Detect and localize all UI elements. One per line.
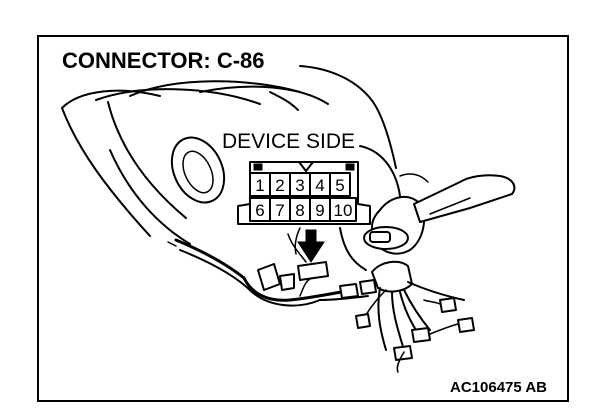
connector-title: CONNECTOR: C-86 bbox=[62, 48, 265, 73]
dashboard-outline bbox=[61, 80, 329, 245]
pin-label: 9 bbox=[315, 201, 324, 220]
figure-reference-code: AC106475 AB bbox=[450, 379, 547, 396]
pin-row-top: 1 2 3 4 5 bbox=[249, 172, 351, 197]
connector-c86: 1 2 3 4 5 6 7 8 9 10 bbox=[237, 161, 371, 225]
title-leader-line bbox=[299, 65, 397, 169]
pin-label: 1 bbox=[255, 176, 264, 195]
steering-column bbox=[339, 145, 516, 271]
clock-spring-harness bbox=[355, 260, 475, 373]
harness-connector bbox=[287, 227, 329, 281]
pin-label: 7 bbox=[275, 201, 284, 220]
air-vent bbox=[170, 136, 226, 204]
wiring-harness bbox=[167, 231, 377, 307]
pin-label: 6 bbox=[255, 201, 264, 220]
connector-latch-right bbox=[345, 163, 355, 171]
pin-label: 10 bbox=[334, 201, 353, 220]
pin-label: 5 bbox=[335, 176, 344, 195]
pin-label: 8 bbox=[295, 201, 304, 220]
device-side-label: DEVICE SIDE bbox=[222, 130, 355, 153]
pin-label: 4 bbox=[315, 176, 324, 195]
connector-latch-left bbox=[253, 163, 263, 171]
pin-label: 2 bbox=[275, 176, 284, 195]
pin-cell bbox=[329, 197, 357, 222]
pin-row-bottom: 6 7 8 9 10 bbox=[249, 197, 357, 222]
connector-key bbox=[298, 161, 314, 172]
insertion-arrow bbox=[297, 229, 325, 263]
pin-label: 3 bbox=[295, 176, 304, 195]
pin-cell bbox=[329, 172, 351, 197]
